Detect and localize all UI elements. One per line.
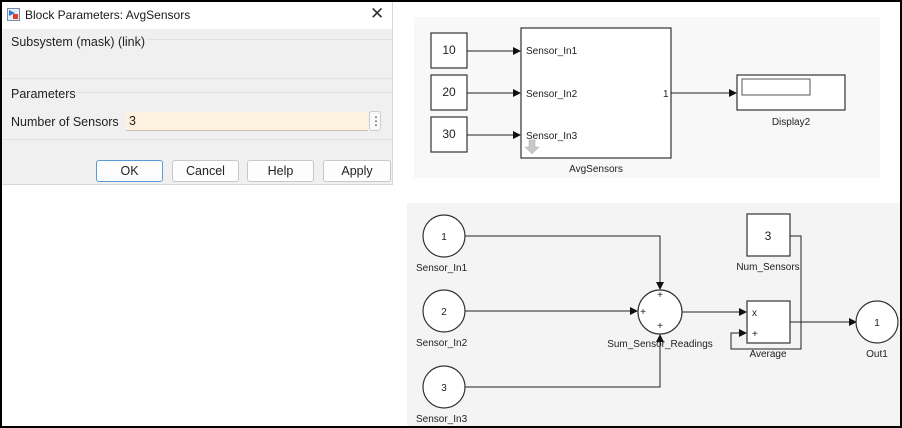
inport-label: Sensor_In2 <box>526 89 578 100</box>
average-product-block[interactable]: x + <box>746 300 791 344</box>
parameters-heading: Parameters <box>11 87 76 101</box>
outport-label: 1 <box>663 89 669 100</box>
constant-block-10[interactable]: 10 <box>430 32 468 69</box>
inport-number: 2 <box>441 307 447 318</box>
outport-block-1[interactable]: 1 <box>855 300 899 344</box>
sum-block[interactable]: + + + <box>637 289 683 335</box>
constant-block-20[interactable]: 20 <box>430 74 468 111</box>
number-of-sensors-input[interactable]: 3 <box>126 112 368 131</box>
ok-button[interactable]: OK <box>96 160 163 182</box>
sum-sign: + <box>657 290 663 301</box>
inport-block-2[interactable]: 2 <box>422 289 466 333</box>
more-options-button[interactable]: ⋮ <box>369 111 382 131</box>
constant-value: 10 <box>442 43 456 57</box>
inport-number: 1 <box>441 232 447 243</box>
number-of-sensors-label: Number of Sensors <box>11 115 119 129</box>
signal-line[interactable] <box>730 235 802 350</box>
inport-label: Sensor_In3 <box>526 131 578 142</box>
constant-block-30[interactable]: 30 <box>430 116 468 153</box>
constant-value: 30 <box>442 127 456 141</box>
open-subsystem-arrow-icon[interactable] <box>524 139 540 155</box>
outport-number: 1 <box>874 318 880 329</box>
inport-name: Sensor_In3 <box>416 414 468 425</box>
inport-number: 3 <box>441 383 447 394</box>
cancel-button[interactable]: Cancel <box>172 160 239 182</box>
avgsensors-subsystem-block[interactable]: Sensor_In1 Sensor_In2 Sensor_In3 1 <box>520 27 672 159</box>
constant-name: Num_Sensors <box>736 262 799 273</box>
divider <box>146 39 392 40</box>
simulink-block-icon <box>7 8 20 21</box>
dialog-title: Block Parameters: AvgSensors <box>25 8 191 22</box>
product-port-label: + <box>752 329 758 340</box>
inport-label: Sensor_In1 <box>526 46 578 57</box>
close-icon[interactable]: ✕ <box>370 4 385 23</box>
display-name: Display2 <box>772 117 811 128</box>
inport-name: Sensor_In1 <box>416 263 468 274</box>
inport-name: Sensor_In2 <box>416 338 468 349</box>
display2-block[interactable] <box>736 74 846 111</box>
mask-type-label: Subsystem (mask) (link) <box>11 35 146 49</box>
dialog-titlebar: Block Parameters: AvgSensors ✕ <box>1 1 392 29</box>
help-button[interactable]: Help <box>247 160 314 182</box>
divider <box>1 78 392 79</box>
divider <box>76 92 392 93</box>
divider <box>1 139 392 140</box>
signal-line[interactable] <box>465 334 664 388</box>
constant-value: 20 <box>442 85 456 99</box>
inport-block-3[interactable]: 3 <box>422 365 466 409</box>
signal-line[interactable] <box>465 235 664 290</box>
subsystem-name: AvgSensors <box>569 164 623 175</box>
block-parameters-dialog: Block Parameters: AvgSensors ✕ Subsystem… <box>1 1 393 185</box>
product-name: Average <box>749 349 787 360</box>
sum-sign: + <box>640 307 646 318</box>
apply-button[interactable]: Apply <box>323 160 391 182</box>
product-port-label: x <box>752 308 757 319</box>
num-sensors-constant-block[interactable]: 3 <box>746 213 791 257</box>
outport-name: Out1 <box>866 349 888 360</box>
constant-value: 3 <box>765 229 772 243</box>
inport-block-1[interactable]: 1 <box>422 214 466 258</box>
sum-sign: + <box>657 321 663 332</box>
